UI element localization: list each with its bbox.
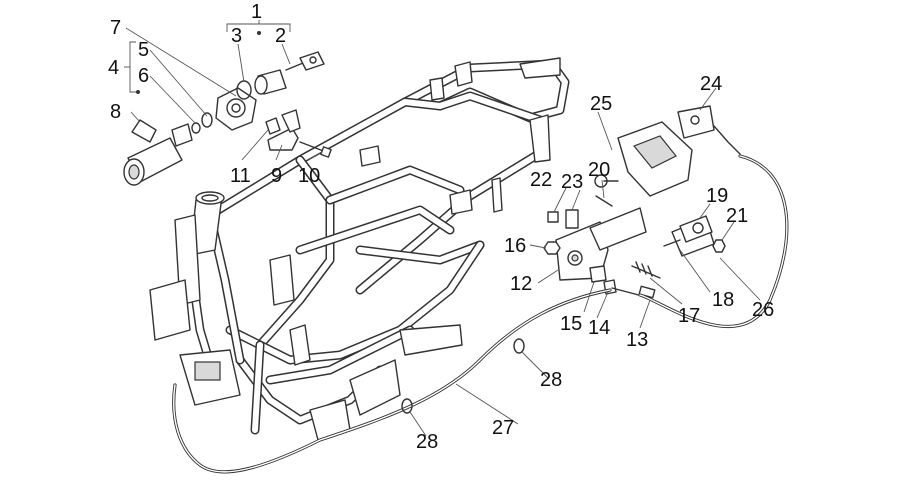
callout-1: 1 — [251, 1, 262, 23]
callout-21: 21 — [726, 205, 748, 227]
callout-24: 24 — [700, 73, 722, 95]
callout-22: 22 — [530, 169, 552, 191]
callout-5: 5 — [138, 39, 149, 61]
callout-6: 6 — [138, 65, 149, 87]
group-brackets — [124, 20, 291, 94]
lock-assembly — [123, 51, 332, 186]
callout-8: 8 — [110, 101, 121, 123]
callout-20: 20 — [588, 159, 610, 181]
callout-18: 18 — [712, 289, 734, 311]
saddle-lock-assembly — [594, 105, 741, 197]
callout-3: 3 — [231, 25, 242, 47]
callout-26: 26 — [752, 299, 774, 321]
callout-28-upper: 28 — [540, 369, 562, 391]
callout-10: 10 — [298, 165, 320, 187]
callout-17: 17 — [678, 305, 700, 327]
callout-25: 25 — [590, 93, 612, 115]
callout-numbers: 1 3 2 7 5 4 6 8 11 9 10 24 25 20 22 23 1… — [108, 1, 774, 453]
callout-13: 13 — [626, 329, 648, 351]
callout-11: 11 — [230, 165, 251, 187]
scooter-frame — [149, 57, 570, 441]
callout-28-lower: 28 — [416, 431, 438, 453]
leader-lines — [125, 27, 761, 437]
callout-15: 15 — [560, 313, 582, 335]
callout-2: 2 — [275, 25, 286, 47]
callout-16: 16 — [504, 235, 526, 257]
callout-9: 9 — [271, 165, 282, 187]
callout-14: 14 — [588, 317, 610, 339]
cables — [172, 154, 789, 474]
callout-4: 4 — [108, 57, 119, 79]
callout-23: 23 — [561, 171, 583, 193]
callout-12: 12 — [510, 273, 532, 295]
callout-19: 19 — [706, 185, 728, 207]
callout-27: 27 — [492, 417, 514, 439]
callout-7: 7 — [110, 17, 121, 39]
stand-bracket-assembly — [543, 195, 726, 299]
